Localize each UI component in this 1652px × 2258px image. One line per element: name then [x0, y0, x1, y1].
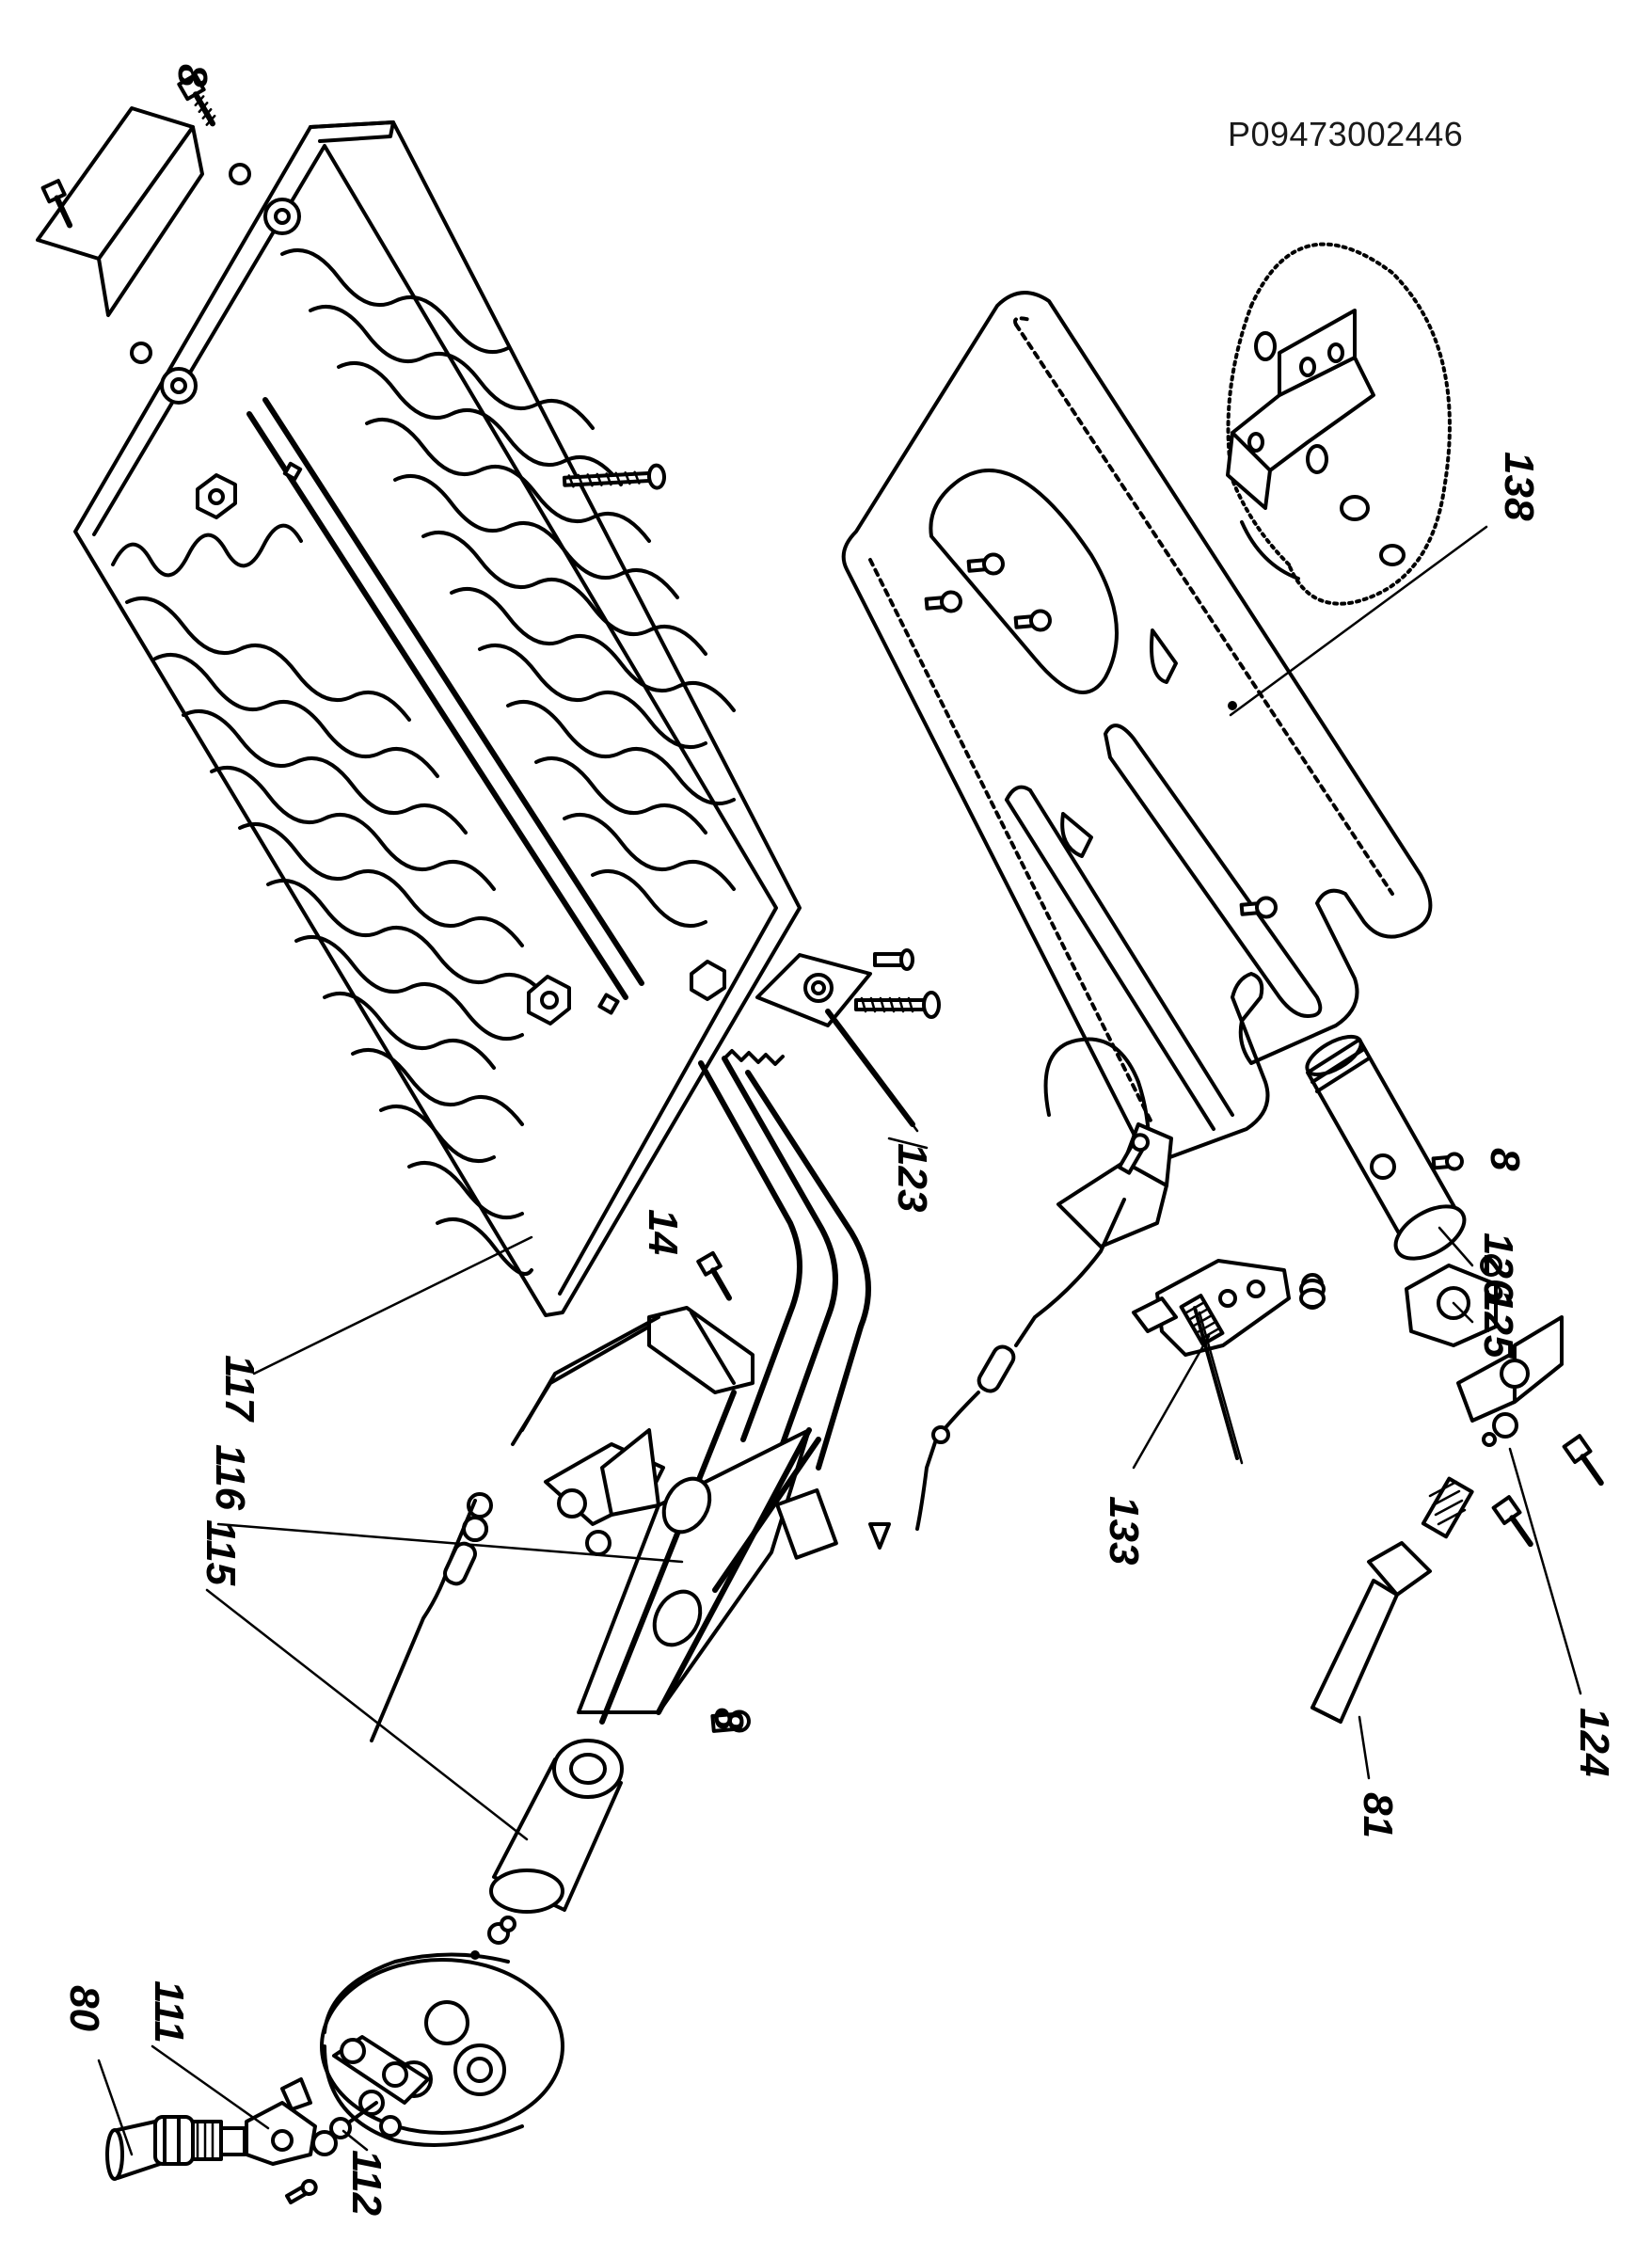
right-burner-valve	[1301, 1034, 1604, 1724]
label-125: 125	[1475, 1289, 1521, 1359]
label-115: 115	[198, 1519, 244, 1586]
leader-81	[1358, 1715, 1371, 1780]
leader-111	[151, 2044, 270, 2130]
label-8-top: 8	[169, 64, 215, 87]
label-117: 117	[216, 1355, 262, 1423]
label-112: 112	[343, 2150, 389, 2217]
label-81: 81	[1355, 1792, 1401, 1838]
leader-lines	[97, 525, 1582, 2156]
leader-116	[216, 1522, 684, 1564]
pilot-assembly-133	[915, 1037, 1326, 1531]
part-number-labels: 8 14 117 116 115 8 80 111 112 123 133 13…	[61, 64, 1617, 2217]
leader-112	[342, 2129, 369, 2152]
label-8-right: 8	[1482, 1148, 1528, 1171]
label-8-mid: 8	[706, 1708, 752, 1731]
leader-117	[252, 1235, 533, 1375]
leader-126	[1438, 1226, 1474, 1267]
label-123: 123	[889, 1143, 935, 1212]
label-124: 124	[1571, 1708, 1617, 1776]
leader-124	[1508, 1447, 1582, 1695]
document-code: P09473002446	[1228, 115, 1464, 153]
leader-133	[1132, 1334, 1211, 1470]
leader-115	[205, 1588, 529, 1841]
label-80: 80	[61, 1985, 107, 2031]
burner-tube-left	[370, 1049, 891, 1914]
label-138: 138	[1496, 452, 1542, 521]
leader-125	[1452, 1301, 1474, 1324]
label-116: 116	[207, 1444, 253, 1511]
burner-plate-138	[841, 291, 1433, 1164]
burner-cap	[320, 1916, 564, 2147]
leader-138	[1229, 525, 1488, 717]
gas-inlet-fittings	[105, 2077, 378, 2204]
radiant-panel	[36, 72, 802, 1317]
leader-123	[887, 1137, 929, 1150]
label-111: 111	[146, 1980, 192, 2043]
igniter-bracket-123	[755, 948, 941, 1133]
label-133: 133	[1101, 1496, 1147, 1565]
label-14: 14	[640, 1209, 686, 1255]
inset-bracket-detail	[1226, 242, 1452, 606]
leader-80	[97, 2059, 134, 2156]
label-126: 126	[1475, 1232, 1521, 1302]
